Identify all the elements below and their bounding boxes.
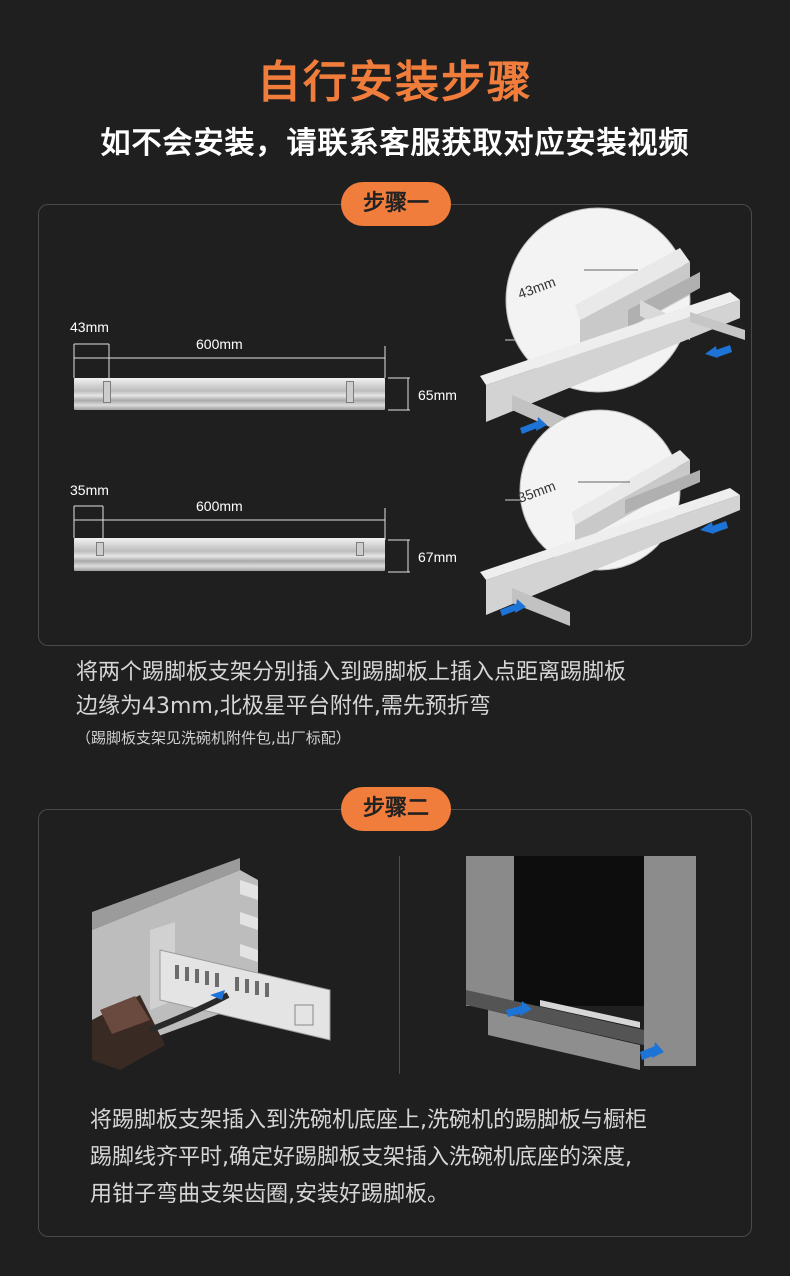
step1-text-line: 边缘为43mm,北极星平台附件,需先预折弯 [76,694,491,719]
page-title: 自行安装步骤 [257,57,533,108]
step1-text-line: 将两个踢脚板支架分别插入到踢脚板上插入点距离踢脚板 [76,660,627,685]
pliers-bracket-illustration [92,858,331,1070]
bracket [103,381,111,403]
length-label: 600mm [196,336,243,352]
offset-label: 35mm [70,482,109,498]
step2-description: 将踢脚板支架插入到洗碗机底座上,洗碗机的踢脚板与橱柜 踢脚线齐平时,确定好踢脚板… [90,1102,730,1213]
height-label: 65mm [418,387,457,403]
bracket [96,542,104,556]
bracket [346,381,354,403]
step2-badge: 步骤二 [341,787,451,831]
step1-note: （踢脚板支架见洗碗机附件包,出厂标配） [76,729,351,747]
step1-badge: 步骤一 [341,182,451,226]
step2-text-line: 用钳子弯曲支架齿圈,安装好踢脚板。 [90,1182,449,1207]
page-subtitle: 如不会安装，请联系客服获取对应安装视频 [100,126,690,161]
step2-text-line: 踢脚线齐平时,确定好踢脚板支架插入洗碗机底座的深度, [90,1145,632,1170]
kickboard-rail [74,378,385,410]
offset-label: 43mm [70,319,109,335]
length-label: 600mm [196,498,243,514]
zoom-illustration-43: 43mm [480,207,745,436]
bracket [356,542,364,556]
height-label: 67mm [418,549,457,565]
panel-divider [399,856,400,1074]
step2-text-line: 将踢脚板支架插入到洗碗机底座上,洗碗机的踢脚板与橱柜 [90,1108,647,1133]
dishwasher-illustration [466,856,696,1070]
zoom-illustration-35: 35mm [480,409,740,626]
step1-description: 将两个踢脚板支架分别插入到踢脚板上插入点距离踢脚板 边缘为43mm,北极星平台附… [76,656,736,752]
kickboard-rail [74,538,385,571]
